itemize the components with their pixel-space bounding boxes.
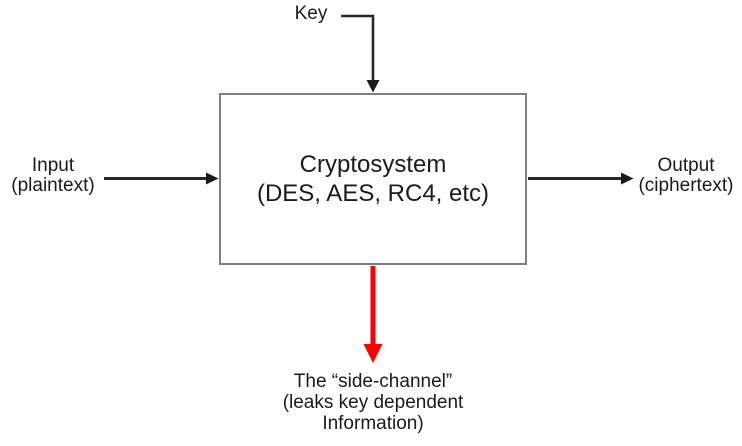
key-arrowhead — [366, 80, 380, 93]
input-arrow — [104, 172, 219, 185]
input-label-line1: Input — [31, 155, 75, 176]
side-channel-label: The “side-channel” (leaks key dependent … — [253, 371, 493, 434]
key-arrow — [341, 14, 380, 93]
side-channel-arrow — [363, 266, 383, 363]
side-channel-label-line2: (leaks key dependent — [282, 392, 464, 413]
input-label: Input (plaintext) — [1, 156, 105, 196]
input-label-line2: (plaintext) — [11, 175, 95, 196]
cryptosystem-box-text: Cryptosystem (DES, AES, RC4, etc) — [257, 150, 489, 208]
output-arrowhead — [621, 172, 634, 185]
output-label: Output (ciphertext) — [636, 156, 736, 196]
side-channel-label-line3: Information) — [322, 413, 424, 434]
cryptosystem-box-subtitle: (DES, AES, RC4, etc) — [256, 180, 490, 207]
output-arrow — [528, 172, 634, 185]
key-label: Key — [294, 3, 328, 24]
output-label-line1: Output — [657, 155, 715, 176]
input-arrowhead — [206, 172, 219, 185]
side-channel-label-line1: The “side-channel” — [293, 371, 453, 392]
side-channel-arrowhead — [363, 344, 383, 363]
output-label-line2: (ciphertext) — [638, 175, 734, 196]
cryptosystem-box: Cryptosystem (DES, AES, RC4, etc) — [219, 93, 527, 265]
cryptosystem-box-title: Cryptosystem — [299, 151, 447, 178]
